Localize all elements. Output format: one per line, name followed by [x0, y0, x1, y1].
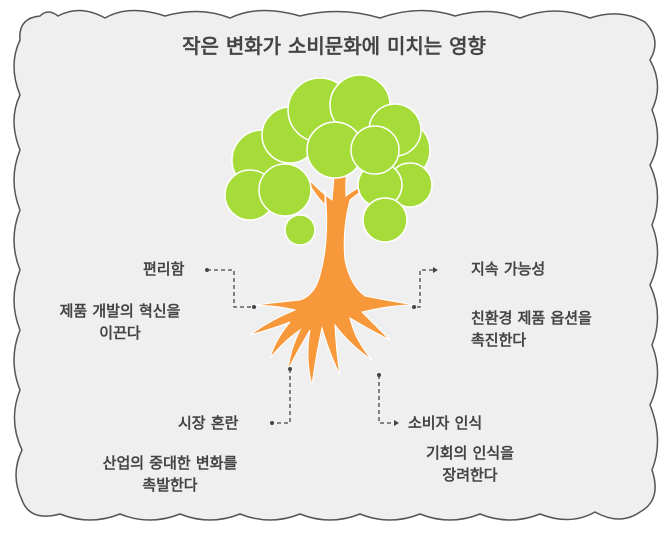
tree-foliage-icon: [224, 74, 433, 246]
desc-line: 촉진한다: [471, 331, 527, 349]
label-market-disruption: 시장 혼란: [178, 414, 239, 432]
desc-line: 친환경 제품 옵션을: [471, 309, 592, 327]
desc-line: 기회의 인식을: [425, 444, 515, 462]
desc-convenience: 제품 개발의 혁신을 이끈다: [20, 300, 220, 344]
connector-dots: [205, 267, 438, 426]
desc-line: 제품 개발의 혁신을: [59, 302, 181, 320]
desc-line: 장려한다: [442, 466, 498, 484]
label-consumer-awareness: 소비자 인식: [408, 414, 483, 432]
desc-line: 촉발한다: [142, 476, 198, 494]
desc-sustainability: 친환경 제품 옵션을 촉진한다: [471, 307, 661, 351]
connector-lines: [207, 269, 433, 424]
desc-line: 산업의 중대한 변화를: [102, 454, 238, 472]
label-convenience: 편리함: [143, 260, 185, 278]
diagram-title: 작은 변화가 소비문화에 미치는 영향: [182, 34, 486, 58]
desc-market-disruption: 산업의 중대한 변화를 촉발한다: [60, 452, 280, 496]
label-sustainability: 지속 가능성: [471, 260, 546, 278]
desc-consumer-awareness: 기회의 인식을 장려한다: [390, 442, 550, 486]
desc-line: 이끈다: [99, 324, 141, 342]
